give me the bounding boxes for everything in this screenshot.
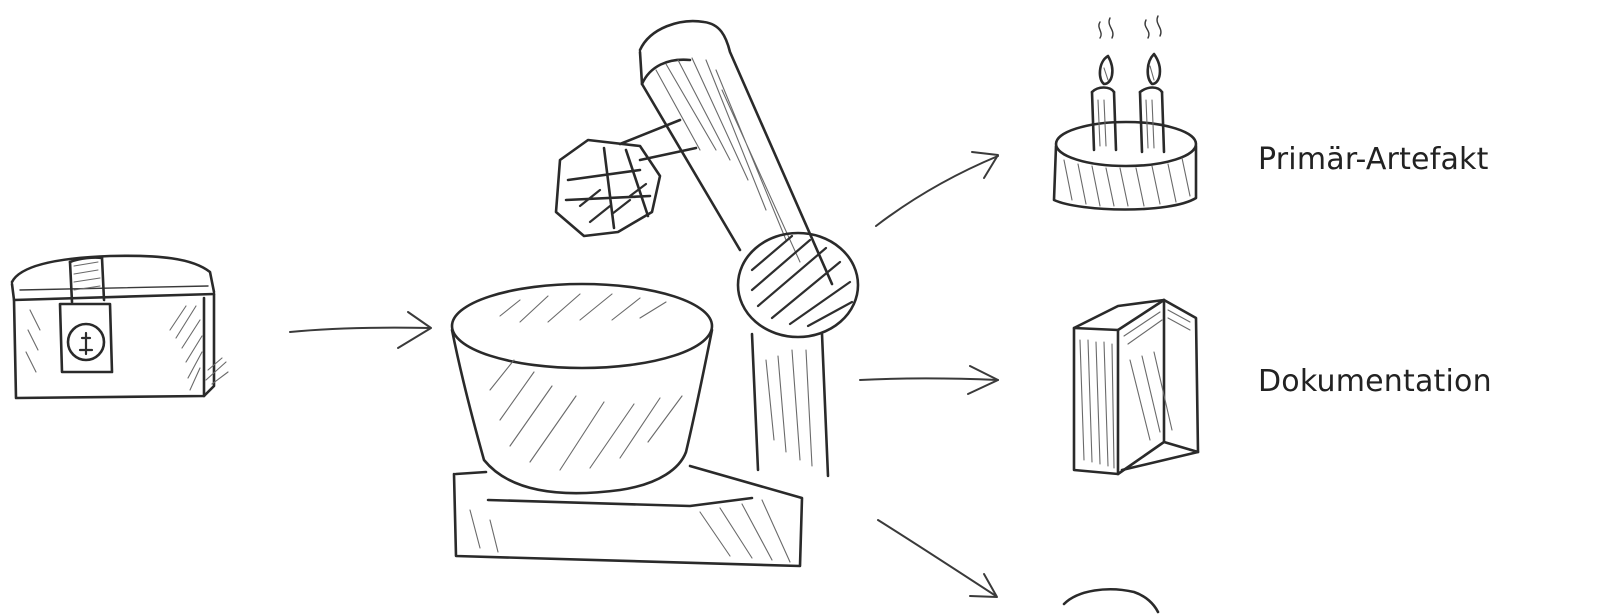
cake-with-candles-icon xyxy=(1054,16,1196,210)
book-icon xyxy=(1074,300,1198,474)
documentation-label: Dokumentation xyxy=(1258,364,1492,399)
output-arrow-docs xyxy=(860,366,998,394)
output-arrow-primary xyxy=(876,152,998,226)
primary-artifact-label: Primär-Artefakt xyxy=(1258,142,1489,177)
treasure-chest-icon xyxy=(12,256,228,398)
input-arrow xyxy=(290,312,431,348)
stand-mixer-icon xyxy=(452,21,858,566)
output-arrow-third xyxy=(878,520,997,597)
partial-output-icon xyxy=(1064,589,1158,612)
